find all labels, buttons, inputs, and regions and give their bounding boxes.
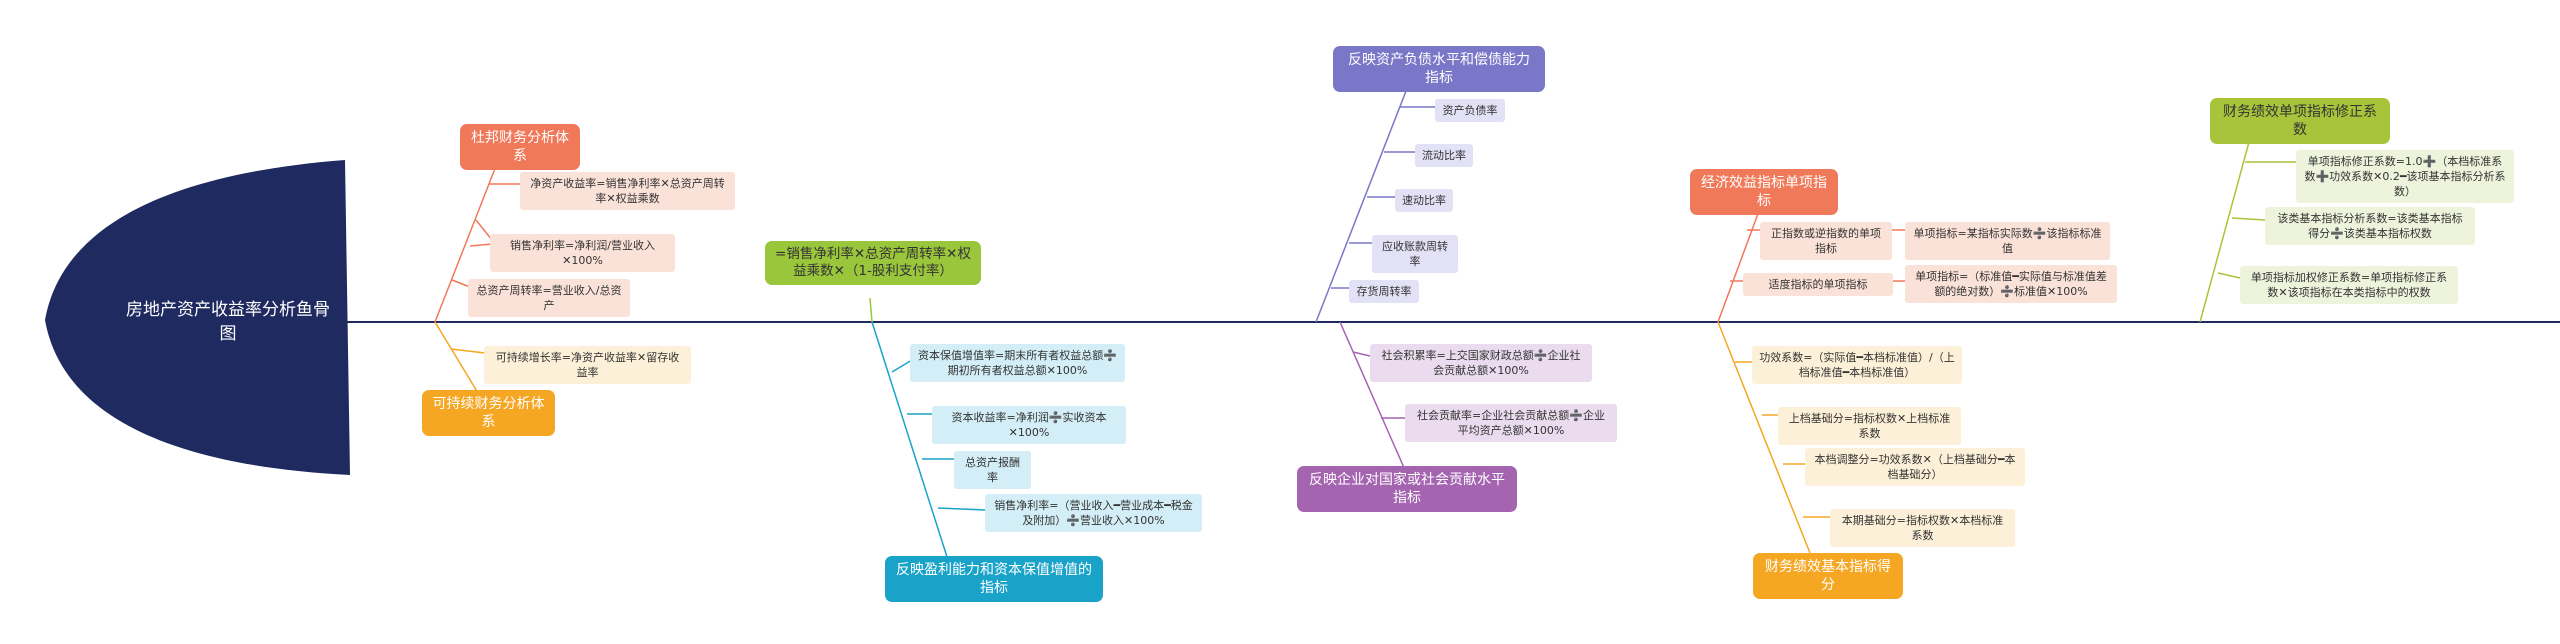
econ-item-3[interactable]: 适度指标的单项指标 — [1743, 273, 1893, 296]
sustain-item-1[interactable]: 可持续增长率=净资产收益率✕留存收益率 — [484, 346, 691, 384]
dupont-item-1[interactable]: 净资产收益率=销售净利率✕总资产周转率✕权益乘数 — [520, 172, 735, 210]
econ-item-4[interactable]: 单项指标=（标准值━实际值与标准值差额的绝对数）➗标准值✕100% — [1905, 265, 2117, 303]
debt-item-2[interactable]: 流动比率 — [1415, 144, 1473, 167]
branch-sustain-title[interactable]: 可持续财务分析体系 — [422, 390, 555, 436]
modify-item-3[interactable]: 单项指标加权修正系数=单项指标修正系数✕该项指标在本类指标中的权数 — [2240, 266, 2458, 304]
branch-profit-title[interactable]: 反映盈利能力和资本保值增值的指标 — [885, 556, 1103, 602]
econ-item-1[interactable]: 正指数或逆指数的单项指标 — [1760, 222, 1892, 260]
dupont-item-3[interactable]: 总资产周转率=营业收入/总资产 — [468, 279, 630, 317]
fish-head — [45, 160, 350, 475]
branch-modify-title[interactable]: 财务绩效单项指标修正系数 — [2210, 98, 2390, 144]
debt-item-4[interactable]: 应收账款周转率 — [1372, 235, 1458, 273]
basic-item-3[interactable]: 本档调整分=功效系数✕（上档基础分━本档基础分） — [1805, 448, 2025, 486]
branch-debt-title[interactable]: 反映资产负债水平和偿债能力指标 — [1333, 46, 1545, 92]
branch-social-title[interactable]: 反映企业对国家或社会贡献水平指标 — [1297, 466, 1517, 512]
fish-head-title: 房地产资产收益率分析鱼骨图 — [126, 300, 330, 344]
social-item-2[interactable]: 社会贡献率=企业社会贡献总额➗企业平均资产总额✕100% — [1405, 404, 1617, 442]
branch-formula-title[interactable]: =销售净利率✕总资产周转率✕权益乘数✕（1-股利支付率） — [765, 241, 981, 285]
profit-item-2[interactable]: 资本收益率=净利润➗实收资本✕100% — [932, 406, 1126, 444]
basic-item-2[interactable]: 上档基础分=指标权数✕上档标准系数 — [1778, 407, 1961, 445]
dupont-item-2[interactable]: 销售净利率=净利润/营业收入✕100% — [490, 234, 675, 272]
modify-item-2[interactable]: 该类基本指标分析系数=该类基本指标得分➗该类基本指标权数 — [2265, 207, 2475, 245]
debt-item-1[interactable]: 资产负债率 — [1435, 99, 1505, 122]
econ-item-2[interactable]: 单项指标=某指标实际数➗该指标标准值 — [1905, 222, 2110, 260]
branch-econ-title[interactable]: 经济效益指标单项指标 — [1690, 169, 1838, 215]
branch-basic-title[interactable]: 财务绩效基本指标得分 — [1753, 553, 1903, 599]
modify-item-1[interactable]: 单项指标修正系数=1.0➕（本档标准系数➕功效系数✕0.2━该项基本指标分析系数… — [2296, 150, 2514, 203]
basic-item-1[interactable]: 功效系数=（实际值━本档标准值）/（上档标准值━本档标准值） — [1752, 346, 1962, 384]
profit-item-4[interactable]: 销售净利率=（营业收入━营业成本━税金及附加）➗营业收入✕100% — [985, 494, 1202, 532]
branch-dupont-title[interactable]: 杜邦财务分析体系 — [460, 124, 580, 170]
profit-item-1[interactable]: 资本保值增值率=期末所有者权益总额➗期初所有者权益总额✕100% — [910, 344, 1125, 382]
debt-item-3[interactable]: 速动比率 — [1395, 189, 1453, 212]
social-item-1[interactable]: 社会积累率=上交国家财政总额➗企业社会贡献总额✕100% — [1370, 344, 1592, 382]
debt-item-5[interactable]: 存货周转率 — [1349, 280, 1419, 303]
basic-item-4[interactable]: 本期基础分=指标权数✕本档标准系数 — [1830, 509, 2015, 547]
profit-item-3[interactable]: 总资产报酬率 — [954, 451, 1031, 489]
